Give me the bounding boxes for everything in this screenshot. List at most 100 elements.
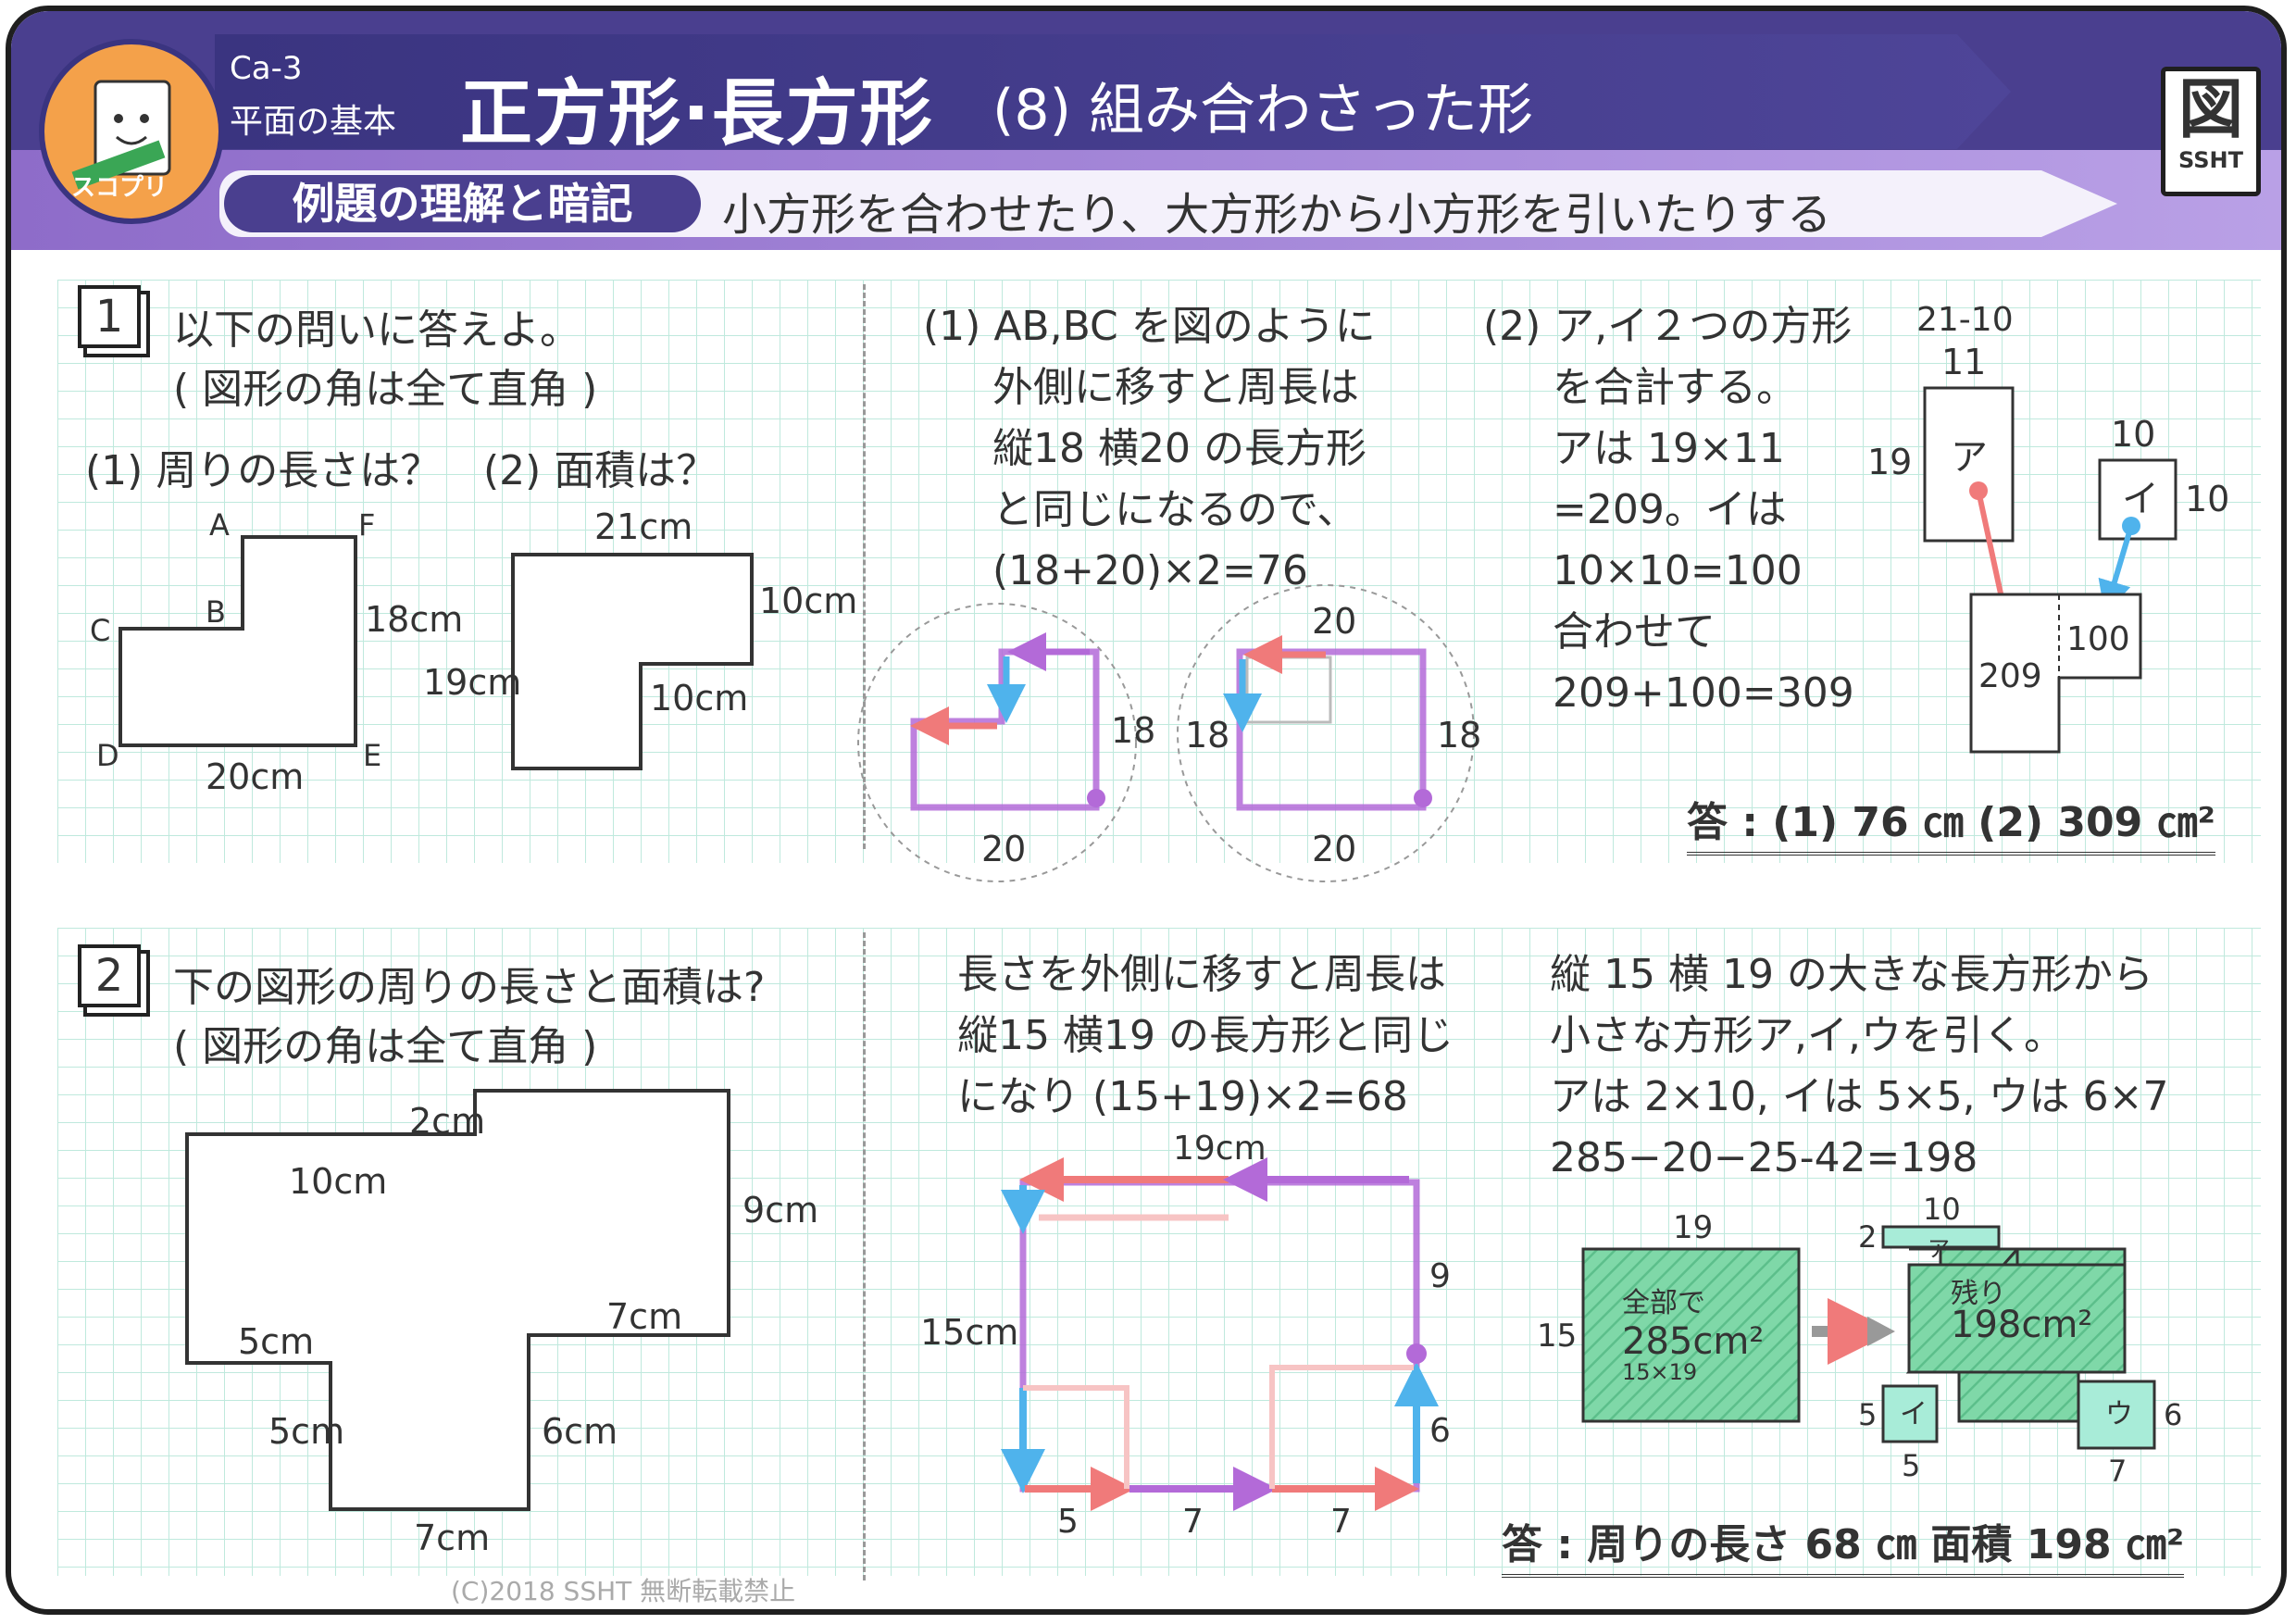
- p2-sol2-a-rect: [1881, 1225, 2001, 1249]
- problem-2-prompt: 下の図形の周りの長さと面積は?: [173, 964, 766, 1011]
- sol1-figA-right: 18: [1111, 710, 1155, 751]
- sol2-a-w: 11: [1941, 342, 1986, 382]
- problem-1-answer: 答 : (1) 76 ㎝ (2) 309 ㎝²: [1687, 789, 2215, 856]
- sol1-line-4: と同じになるので、: [992, 486, 1358, 533]
- problem-1-prompt: 以下の問いに答えよ。: [173, 306, 580, 354]
- p2-sol2-i-rect: [1881, 1384, 1939, 1443]
- p2-right-notch: 7cm: [606, 1296, 682, 1337]
- p2-right: 9cm: [742, 1190, 818, 1230]
- sol2-sum-a: 209: [1978, 657, 2042, 695]
- sol1-figB-dot: [1414, 789, 1432, 807]
- logo-text: スコプリ: [71, 174, 168, 202]
- p1-label-E: E: [363, 738, 381, 773]
- p1-fig2-inner: 10cm: [650, 678, 748, 718]
- p2-sol2-big-h: 15: [1537, 1318, 1577, 1355]
- title-bar: [215, 34, 2011, 149]
- p2-sol1-line-3: になり (15+19)×2=68: [957, 1073, 1408, 1120]
- p2-sol2-big-value: 285cm²: [1622, 1320, 1764, 1363]
- sol1-figA-circle: [857, 603, 1137, 882]
- p1-label-C: C: [90, 613, 110, 648]
- p2-sol2-u-label: ウ: [2105, 1398, 2133, 1430]
- section-description: 小方形を合わせたり、大方形から小方形を引いたりする: [722, 189, 1832, 241]
- p2-sol2-i-h: 5: [1858, 1397, 1877, 1432]
- p2-sol1-outline: [1019, 1179, 1420, 1493]
- p1-fig2-right: 10cm: [759, 581, 857, 621]
- unit-name: 平面の基本: [230, 103, 397, 141]
- sol2-line-7: 209+100=309: [1553, 669, 1854, 717]
- p2-sol2-i-label: イ: [1900, 1398, 1928, 1430]
- problem-1-q2: (2) 面積は？: [483, 447, 718, 494]
- sol1-figB-right: 18: [1437, 715, 1481, 756]
- p2-sol2-rem-label: 残り: [1951, 1278, 2006, 1310]
- sol2-line-1: (2) ア,イ２つの方形: [1483, 303, 1853, 350]
- sol2-b-label: イ: [2122, 478, 2159, 520]
- sol2-b-w: 10: [2111, 414, 2155, 455]
- problem-2-solution-2: 縦 15 横 19 の大きな長方形から 小さな方形ア,イ,ウを引く。 アは 2×…: [1550, 944, 2168, 1189]
- p1-label-A: A: [209, 507, 230, 543]
- problem-2-solution-1: 長さを外側に移すと周長は 縦15 横19 の長方形と同じ になり (15+19)…: [957, 944, 1454, 1128]
- sol2-blue-arrow: [2098, 525, 2134, 615]
- p2-sol1-r1: 9: [1429, 1257, 1451, 1295]
- p2-sol2-line-4: 285−20−25-42=198: [1550, 1134, 1978, 1181]
- section-pill: 例題の理解と暗記: [224, 175, 701, 232]
- divider-1: [863, 284, 866, 849]
- sol1-figB-ghost: [1245, 656, 1332, 724]
- sol2-calc: 21-10: [1916, 301, 2014, 339]
- p2-sol2-u-w: 7: [2108, 1454, 2127, 1489]
- p2-sol2-u-h: 6: [2164, 1397, 2182, 1432]
- p2-sol2-u-rect: [2077, 1380, 2156, 1450]
- sol1-figB-left: 18: [1185, 715, 1229, 756]
- figures-layer: A F B C D E 18cm 20cm 21cm 10cm 19cm 10c…: [90, 301, 2229, 1558]
- sol2-a-label: ア: [1951, 436, 1988, 479]
- p2-upper-left: 10cm: [289, 1161, 387, 1202]
- p2-sol2-big-calc: 15×19: [1622, 1359, 1697, 1385]
- p1-fig1-shape: [119, 535, 357, 747]
- p1-fig2-left: 19cm: [423, 662, 521, 703]
- mascot-icon: [71, 80, 171, 190]
- copyright: (C)2018 SSHT 無断転載禁止: [451, 1576, 796, 1606]
- p2-sol1-line-2: 縦15 横19 の長方形と同じ: [957, 1012, 1454, 1059]
- p2-top: 2cm: [409, 1101, 485, 1142]
- p2-sol2-big-label: 全部で: [1622, 1287, 1705, 1319]
- problem-1-note: ( 図形の角は全て直角 ): [173, 366, 598, 413]
- p2-sol1-top: 19cm: [1173, 1130, 1267, 1168]
- p2-sol2-a-w: 10: [1923, 1192, 1961, 1227]
- problem-1-q1: (1) 周りの長さは？: [85, 447, 442, 494]
- p1-fig1-bottom: 20cm: [206, 756, 304, 797]
- sol1-figB-top: 20: [1312, 601, 1356, 642]
- sol1-line-3: 縦18 横20 の長方形: [992, 425, 1366, 472]
- sol1-figB-bottom: 20: [1312, 829, 1356, 869]
- p2-sol2-a-h: 2: [1858, 1219, 1877, 1255]
- p2-sol1-dot: [1406, 1343, 1427, 1364]
- sol1-line-5: (18+20)×2=76: [992, 547, 1308, 594]
- p2-sol1-line-1: 長さを外側に移すと周長は: [957, 951, 1446, 998]
- problem-1-number: 1: [78, 285, 141, 348]
- p2-lower-left: 5cm: [268, 1411, 344, 1452]
- sol1-figA-bottom: 20: [981, 829, 1026, 869]
- sol2-line-2: を合計する。: [1553, 364, 1797, 411]
- sol2-a-h: 19: [1867, 442, 1912, 482]
- sol2-b-h: 10: [2185, 479, 2229, 519]
- worksheet-card: スコプリ Ca-3 平面の基本 正方形·長方形 (8) 組み合わさった形 例題の…: [6, 6, 2287, 1615]
- page-title: 正方形·長方形: [460, 72, 934, 156]
- p1-fig2-top: 21cm: [594, 506, 693, 547]
- p1-label-B: B: [206, 594, 226, 630]
- p2-left-notch: 5cm: [238, 1321, 314, 1362]
- p2-sol2-line-2: 小さな方形ア,イ,ウを引く。: [1550, 1012, 2065, 1059]
- sol1-figB-circle: [1177, 584, 1475, 882]
- sol1-line-2: 外側に移すと周長は: [992, 364, 1359, 411]
- sol2-sum-b: 100: [2066, 620, 2130, 658]
- sol2-line-3: アは 19×11: [1553, 425, 1785, 472]
- p2-sol2-a-label: ア: [1928, 1236, 1950, 1262]
- problem-2-note: ( 図形の角は全て直角 ): [173, 1023, 598, 1070]
- p2-sol2-gray-arrowhead: [1867, 1317, 1895, 1346]
- problem-2-number: 2: [78, 944, 141, 1007]
- p2-sol1-b1: 5: [1057, 1503, 1079, 1541]
- p2-sol1-ghost-notch: [1023, 1365, 1414, 1489]
- grid-panel-1: [57, 280, 2261, 863]
- p2-sol1-left: 15cm: [920, 1312, 1018, 1353]
- sol2-line-6: 合わせて: [1553, 608, 1716, 656]
- badge-label: SSHT: [2178, 147, 2243, 173]
- p2-sol2-line-3: アは 2×10, イは 5×5, ウは 6×7: [1550, 1073, 2169, 1120]
- p1-label-F: F: [358, 507, 375, 543]
